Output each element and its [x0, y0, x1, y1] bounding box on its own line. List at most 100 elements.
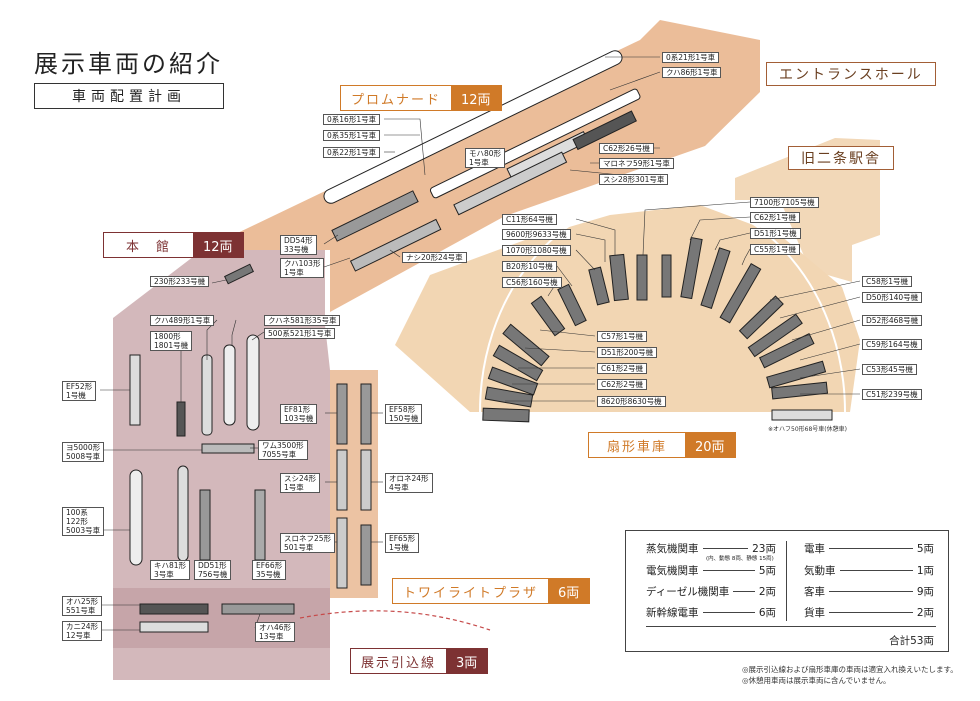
footnote: ◎休憩用車両は展示車両に含んでいません。	[742, 676, 891, 685]
vehicle-label: オハ46形 13号車	[255, 622, 296, 642]
legend-name: ディーゼル機関車	[646, 586, 730, 598]
steam-note: (内、動態 8両、静態 15両)	[706, 556, 774, 562]
vehicle-label: 1070形1080号機	[502, 245, 571, 256]
legend-name: 貨車	[804, 607, 825, 619]
fan-name: 扇形車庫	[589, 433, 686, 457]
fan-locomotives	[482, 237, 833, 423]
promenade-trains	[223, 50, 641, 285]
legend-name: 気動車	[804, 565, 836, 577]
honkan-count: 12両	[193, 233, 243, 257]
vehicle-label: ナシ20形24号車	[402, 252, 467, 263]
vehicle-label: D52形468号機	[862, 315, 923, 326]
vehicle-label: キハ81形 3号車	[150, 560, 191, 580]
footnote: ◎展示引込線および扇形車庫の車両は適宜入れ換えいたします。	[742, 665, 958, 674]
legend-row: 気動車 1両	[804, 563, 934, 578]
legend-row: 貨車 2両	[804, 605, 934, 620]
vehicle-label: クハ489形1号車	[150, 315, 215, 326]
legend-name: 蒸気機関車	[646, 543, 699, 555]
vehicle-label: EF81形 103号機	[280, 404, 318, 424]
vehicle-label: 0系22形1号車	[323, 147, 381, 158]
vehicle-label: C62形26号機	[599, 143, 654, 154]
vehicle-label: モハ80形 1号車	[465, 148, 506, 168]
twilight-trains	[336, 383, 372, 589]
hikikomi-count: 3両	[446, 649, 488, 673]
legend-row: 蒸気機関車 23両	[646, 541, 776, 556]
rest-car-note: ※オハフ50形68号車(休憩車)	[768, 426, 847, 433]
vehicle-label: スシ24形 1号車	[280, 473, 321, 493]
vehicle-label: DD54形 33号機	[280, 235, 317, 255]
vehicle-label: 230形233号機	[150, 276, 210, 287]
station-area	[735, 138, 880, 282]
vehicle-label: C53形45号機	[862, 364, 917, 375]
vehicle-label: オロネ24形 4号車	[385, 473, 433, 493]
vehicle-label: スシ28形301号車	[599, 174, 669, 185]
twilight-name: トワイライトプラザ	[393, 579, 549, 603]
legend-count: 1両	[916, 565, 934, 577]
legend-name: 電車	[804, 543, 825, 555]
legend-row: 電気機関車 5両	[646, 563, 776, 578]
vehicle-label: ヨ5000形 5008号車	[62, 442, 105, 462]
honkan-badge: 本 館 12両	[103, 232, 244, 258]
legend-count: 6両	[758, 607, 776, 619]
vehicle-label: DD51形 756号機	[194, 560, 232, 580]
vehicle-label: C51形239号機	[862, 389, 922, 400]
legend-name: 客車	[804, 586, 825, 598]
legend-total: 合計53両	[889, 635, 934, 647]
entrance-hall: エントランスホール	[766, 62, 936, 86]
honkan-extension	[113, 588, 330, 648]
hikikomi-badge: 展示引込線 3両	[350, 648, 489, 674]
promenade-count: 12両	[451, 86, 501, 110]
vehicle-label: 0系35形1号車	[323, 130, 381, 141]
vehicle-count-legend: 蒸気機関車 23両 (内、動態 8両、静態 15両) 電気機関車 5両 ディーゼル機…	[625, 530, 949, 652]
vehicle-label: EF52形 1号機	[62, 381, 97, 401]
fan-badge: 扇形車庫 20両	[588, 432, 736, 458]
vehicle-label: マロネフ59形1号車	[599, 158, 674, 169]
vehicle-label: C56形160号機	[502, 277, 562, 288]
vehicle-label: EF66形 35号機	[252, 560, 287, 580]
promenade-badge: プロムナード 12両	[340, 85, 502, 111]
hikikomi-trains	[139, 603, 295, 633]
vehicle-label: カニ24形 12号車	[62, 621, 103, 641]
old-nijo-station: 旧二条駅舎	[788, 146, 894, 170]
promenade-name: プロムナード	[341, 86, 452, 110]
honkan-trains	[129, 334, 266, 566]
legend-count: 5両	[916, 543, 934, 555]
legend-name: 電気機関車	[646, 565, 699, 577]
legend-count: 2両	[758, 586, 776, 598]
vehicle-label: D50形140号機	[862, 292, 923, 303]
vehicle-label: スロネフ25形 501号車	[280, 533, 336, 553]
legend-row: 客車 9両	[804, 584, 934, 599]
vehicle-label: クハネ581形35号車	[264, 315, 341, 326]
vehicle-label: 0系16形1号車	[323, 114, 381, 125]
legend-count: 9両	[916, 586, 934, 598]
vehicle-label: D51形1号機	[750, 228, 801, 239]
hikikomi-name: 展示引込線	[351, 649, 447, 673]
vehicle-label: 0系21形1号車	[662, 52, 720, 63]
vehicle-label: C62形1号機	[750, 212, 801, 223]
vehicle-label: C61形2号機	[597, 363, 648, 374]
vehicle-label: C62形2号機	[597, 379, 648, 390]
legend-row: 電車 5両	[804, 541, 934, 556]
vehicle-label: 1800形 1801号機	[150, 331, 193, 351]
page-subtitle: 車両配置計画	[34, 83, 224, 109]
vehicle-label: B20形10号機	[502, 261, 557, 272]
vehicle-label: C59形164号機	[862, 339, 922, 350]
vehicle-label: C57形1号機	[597, 331, 648, 342]
vehicle-label: 8620形8630号機	[597, 396, 666, 407]
legend-count: 23両	[752, 543, 776, 555]
vehicle-label: クハ103形 1号車	[280, 258, 325, 278]
vehicle-label: クハ86形1号車	[662, 67, 722, 78]
vehicle-label: C11形64号機	[502, 214, 557, 225]
twilight-count: 6両	[548, 579, 590, 603]
honkan-name: 本 館	[104, 233, 194, 257]
legend-count: 5両	[758, 565, 776, 577]
twilight-badge: トワイライトプラザ 6両	[392, 578, 591, 604]
vehicle-label: オハ25形 551号車	[62, 596, 103, 616]
vehicle-label: 7100形7105号機	[750, 197, 819, 208]
vehicle-label: C58形1号機	[862, 276, 913, 287]
vehicle-label: ワム3500形 7055号車	[258, 440, 308, 460]
legend-count: 2両	[916, 607, 934, 619]
legend-row: ディーゼル機関車 2両	[646, 584, 776, 599]
vehicle-label: 9600形9633号機	[502, 229, 571, 240]
